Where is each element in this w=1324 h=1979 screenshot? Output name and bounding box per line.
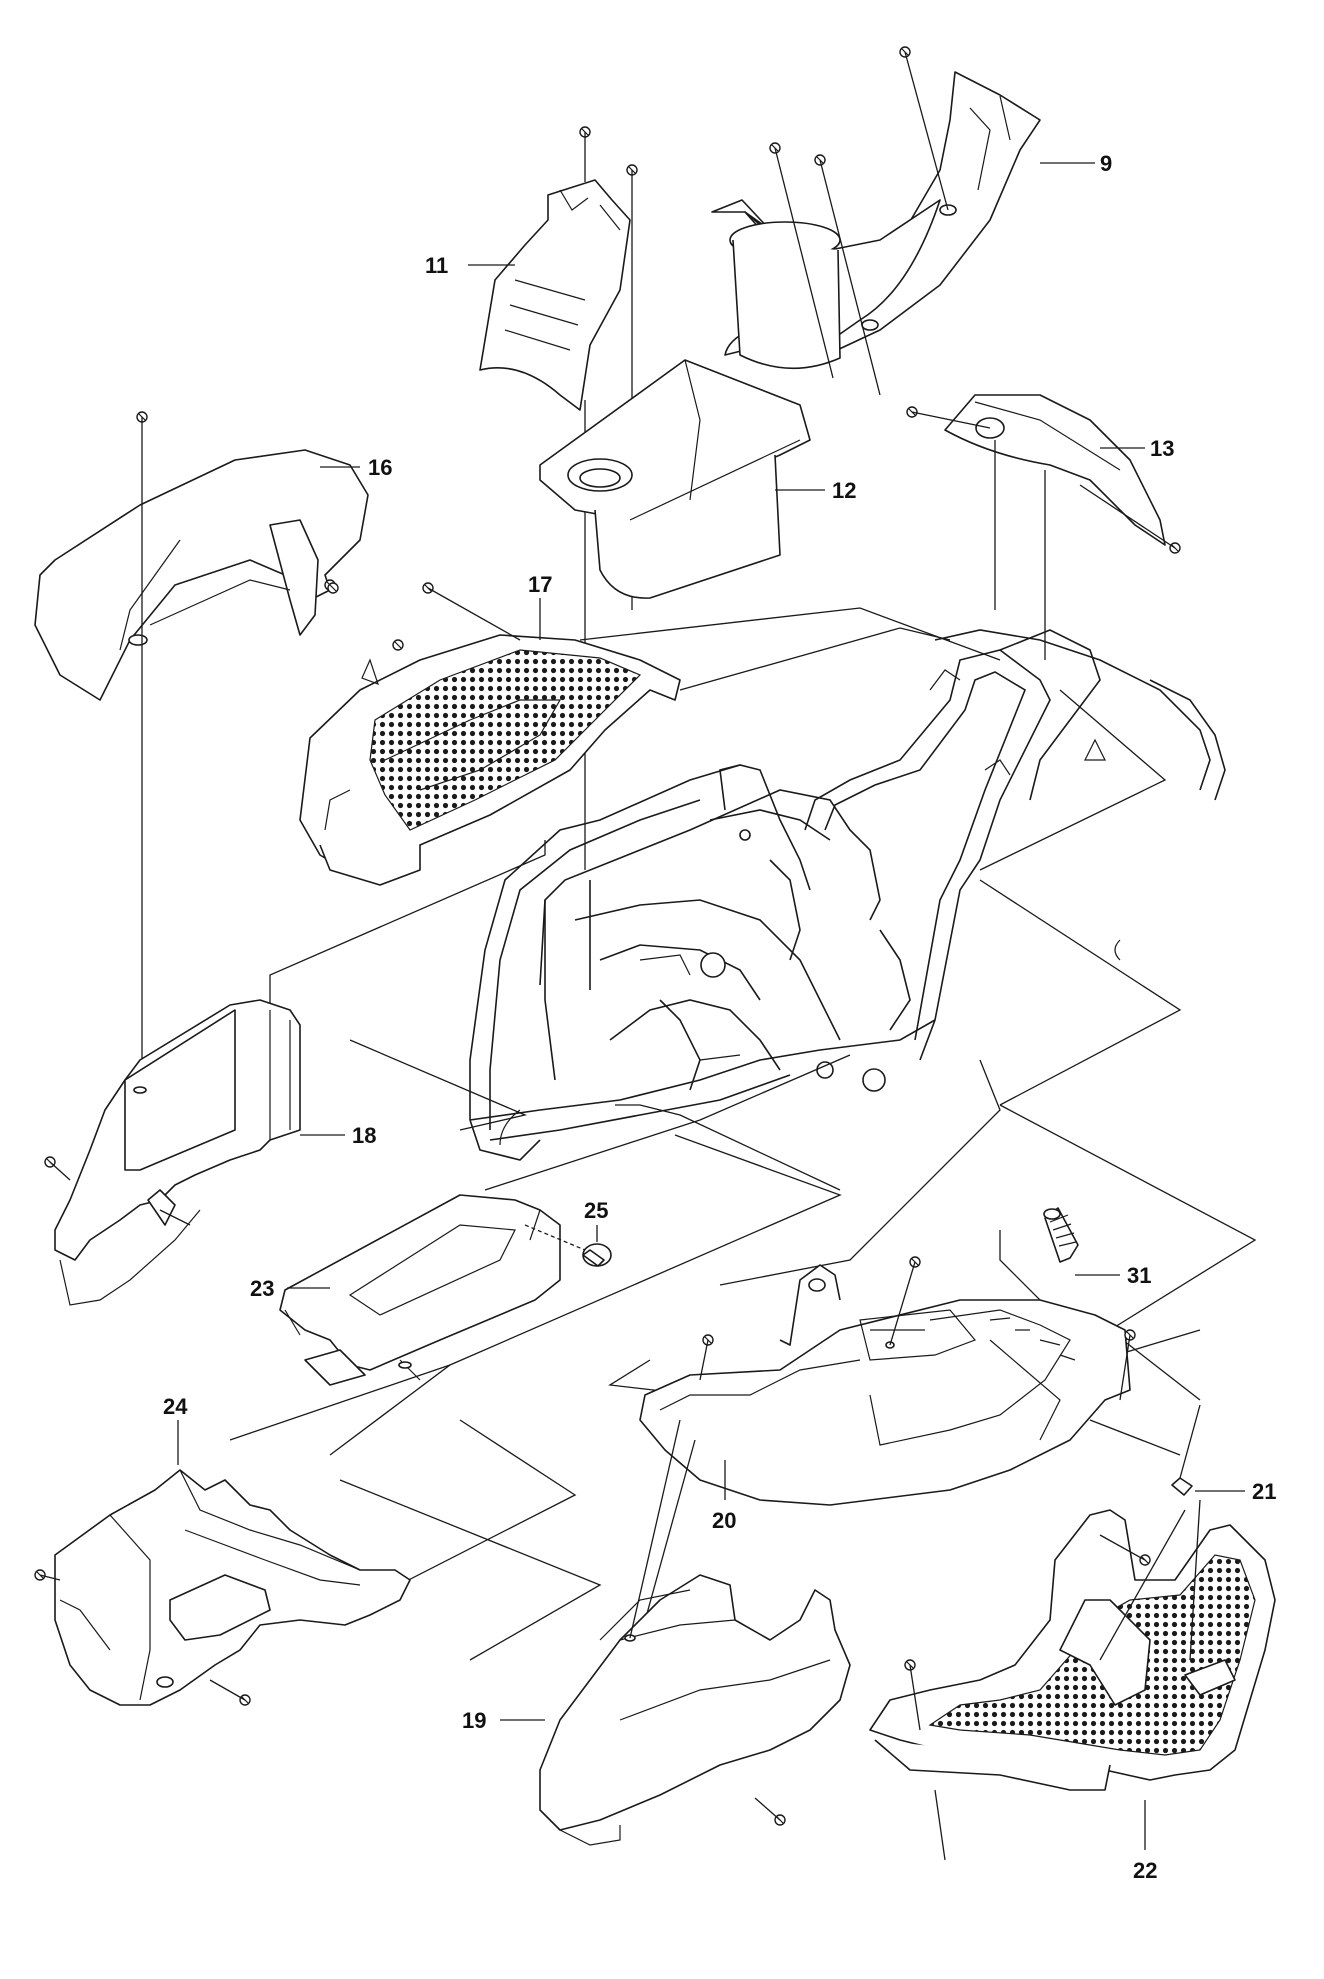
callout-25: 25	[584, 1198, 608, 1223]
callout-16: 16	[368, 455, 392, 480]
callout-12: 12	[832, 478, 856, 503]
callout-19: 19	[462, 1708, 486, 1733]
callout-24: 24	[163, 1394, 188, 1419]
callout-11: 11	[425, 253, 448, 278]
callout-20: 20	[712, 1508, 736, 1533]
callout-18: 18	[352, 1123, 376, 1148]
part-22-right-footboard	[869, 1499, 1276, 1861]
part-31-lever-knob	[1043, 1207, 1079, 1263]
callout-31: 31	[1127, 1263, 1151, 1288]
part-12-storage-tray	[539, 359, 811, 599]
part-20-rear-fender	[629, 1256, 1181, 1676]
part-9-rear-fender	[711, 46, 1041, 396]
part-25-cap	[524, 1224, 612, 1267]
part-19-lower-side-cover	[539, 1419, 851, 1846]
callout-22: 22	[1133, 1858, 1157, 1883]
part-24-rear-shroud	[34, 1469, 411, 1706]
part-23-tunnel-cover	[279, 1194, 561, 1386]
callout-17: 17	[528, 572, 552, 597]
chassis-frame	[469, 629, 1226, 1161]
part-21-clip	[1171, 1404, 1201, 1496]
part-17-footboard	[299, 582, 681, 886]
part-18-side-panel	[44, 999, 301, 1306]
callout-21: 21	[1252, 1479, 1276, 1504]
callout-23: 23	[250, 1276, 274, 1301]
part-13-side-cover	[906, 394, 1181, 660]
callout-9: 9	[1100, 151, 1112, 176]
callout-13: 13	[1150, 436, 1174, 461]
